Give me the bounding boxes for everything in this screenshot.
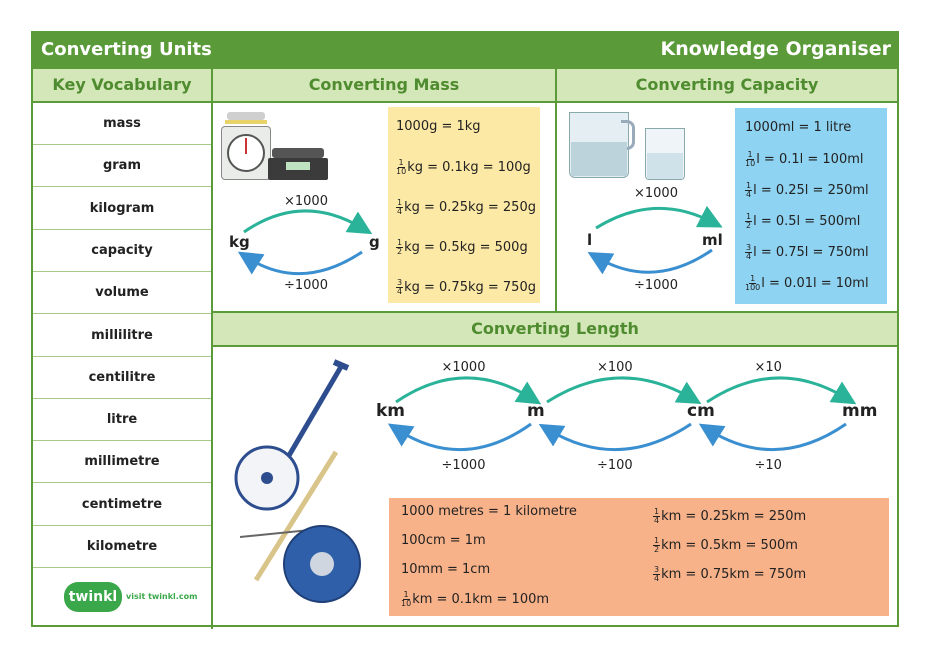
vocab-header: Key Vocabulary [33,69,211,103]
fact-row: 10mm = 1cm [401,562,491,577]
fact-row: 1000 metres = 1 kilometre [401,504,577,519]
vocab-item: litre [33,399,211,442]
divide-arrow [698,422,847,452]
mass-divide-label: ÷1000 [284,278,328,293]
capacity-multiply-label: ×1000 [634,186,678,201]
twinkl-link[interactable]: visit twinkl.com [126,592,198,601]
multiply-arrow [243,209,373,235]
page-subtitle: Knowledge Organiser [660,38,891,60]
length-unit-m: m [527,401,545,421]
title-bar: Converting Units Knowledge Organiser [33,33,897,69]
capacity-unit-l: l [587,231,593,249]
divide-arrow [387,422,532,452]
length-divide-label: ÷100 [597,458,633,473]
vocab-item: millimetre [33,441,211,484]
divider [211,69,213,629]
length-multiply-label: ×1000 [441,360,486,375]
mass-unit-g: g [369,233,380,251]
vocab-item: centimetre [33,484,211,526]
measuring-jug-icon [565,112,637,178]
scales-icon [221,112,271,182]
length-multiply-label: ×100 [597,360,633,375]
capacity-unit-ml: ml [702,231,723,249]
multiply-arrow [546,376,702,405]
digital-scale-icon [268,148,328,181]
divide-arrow [587,248,713,275]
length-divide-label: ÷10 [754,458,782,473]
fact-row: 1000g = 1kg [396,119,481,134]
vocab-item: centilitre [33,357,211,399]
length-unit-km: km [376,401,406,421]
length-facts-box: 1000 metres = 1 kilometre 100cm = 1m 10mm … [389,498,889,616]
divide-arrow [237,250,363,275]
trundle-wheel-icon [234,359,350,511]
ruler-icon [253,450,339,582]
divider [213,311,897,313]
fact-row: 100cm = 1m [401,533,486,548]
mass-unit-kg: kg [229,233,250,251]
capacity-header: Converting Capacity [557,69,897,103]
capacity-arrows [587,205,723,275]
capacity-divide-label: ÷1000 [634,278,678,293]
vocab-item: capacity [33,230,211,272]
mass-header: Converting Mass [213,69,555,103]
length-header: Converting Length [213,313,897,347]
multiply-arrow [595,205,723,230]
page-title: Converting Units [41,39,212,60]
vocab-item: millilitre [33,315,211,357]
vocab-item: kilometre [33,526,211,568]
divide-arrow [538,422,692,452]
vocab-item: mass [33,103,211,145]
length-arrows [387,376,857,452]
vocab-item: gram [33,145,211,188]
multiply-arrow [706,376,857,405]
length-unit-mm: mm [842,401,878,421]
mass-arrows [237,209,373,275]
length-multiply-label: ×10 [754,360,782,375]
twinkl-logo: twinkl [64,582,122,612]
length-divide-label: ÷1000 [441,458,486,473]
beaker-icon [645,128,685,180]
mass-multiply-label: ×1000 [284,194,328,209]
tape-measure-icon [239,525,361,603]
vocab-item: kilogram [33,188,211,230]
multiply-arrow [395,376,542,405]
fact-row: 1000ml = 1 litre [745,120,852,135]
length-unit-cm: cm [687,401,715,421]
divider [555,69,557,311]
vocab-item: volume [33,272,211,315]
